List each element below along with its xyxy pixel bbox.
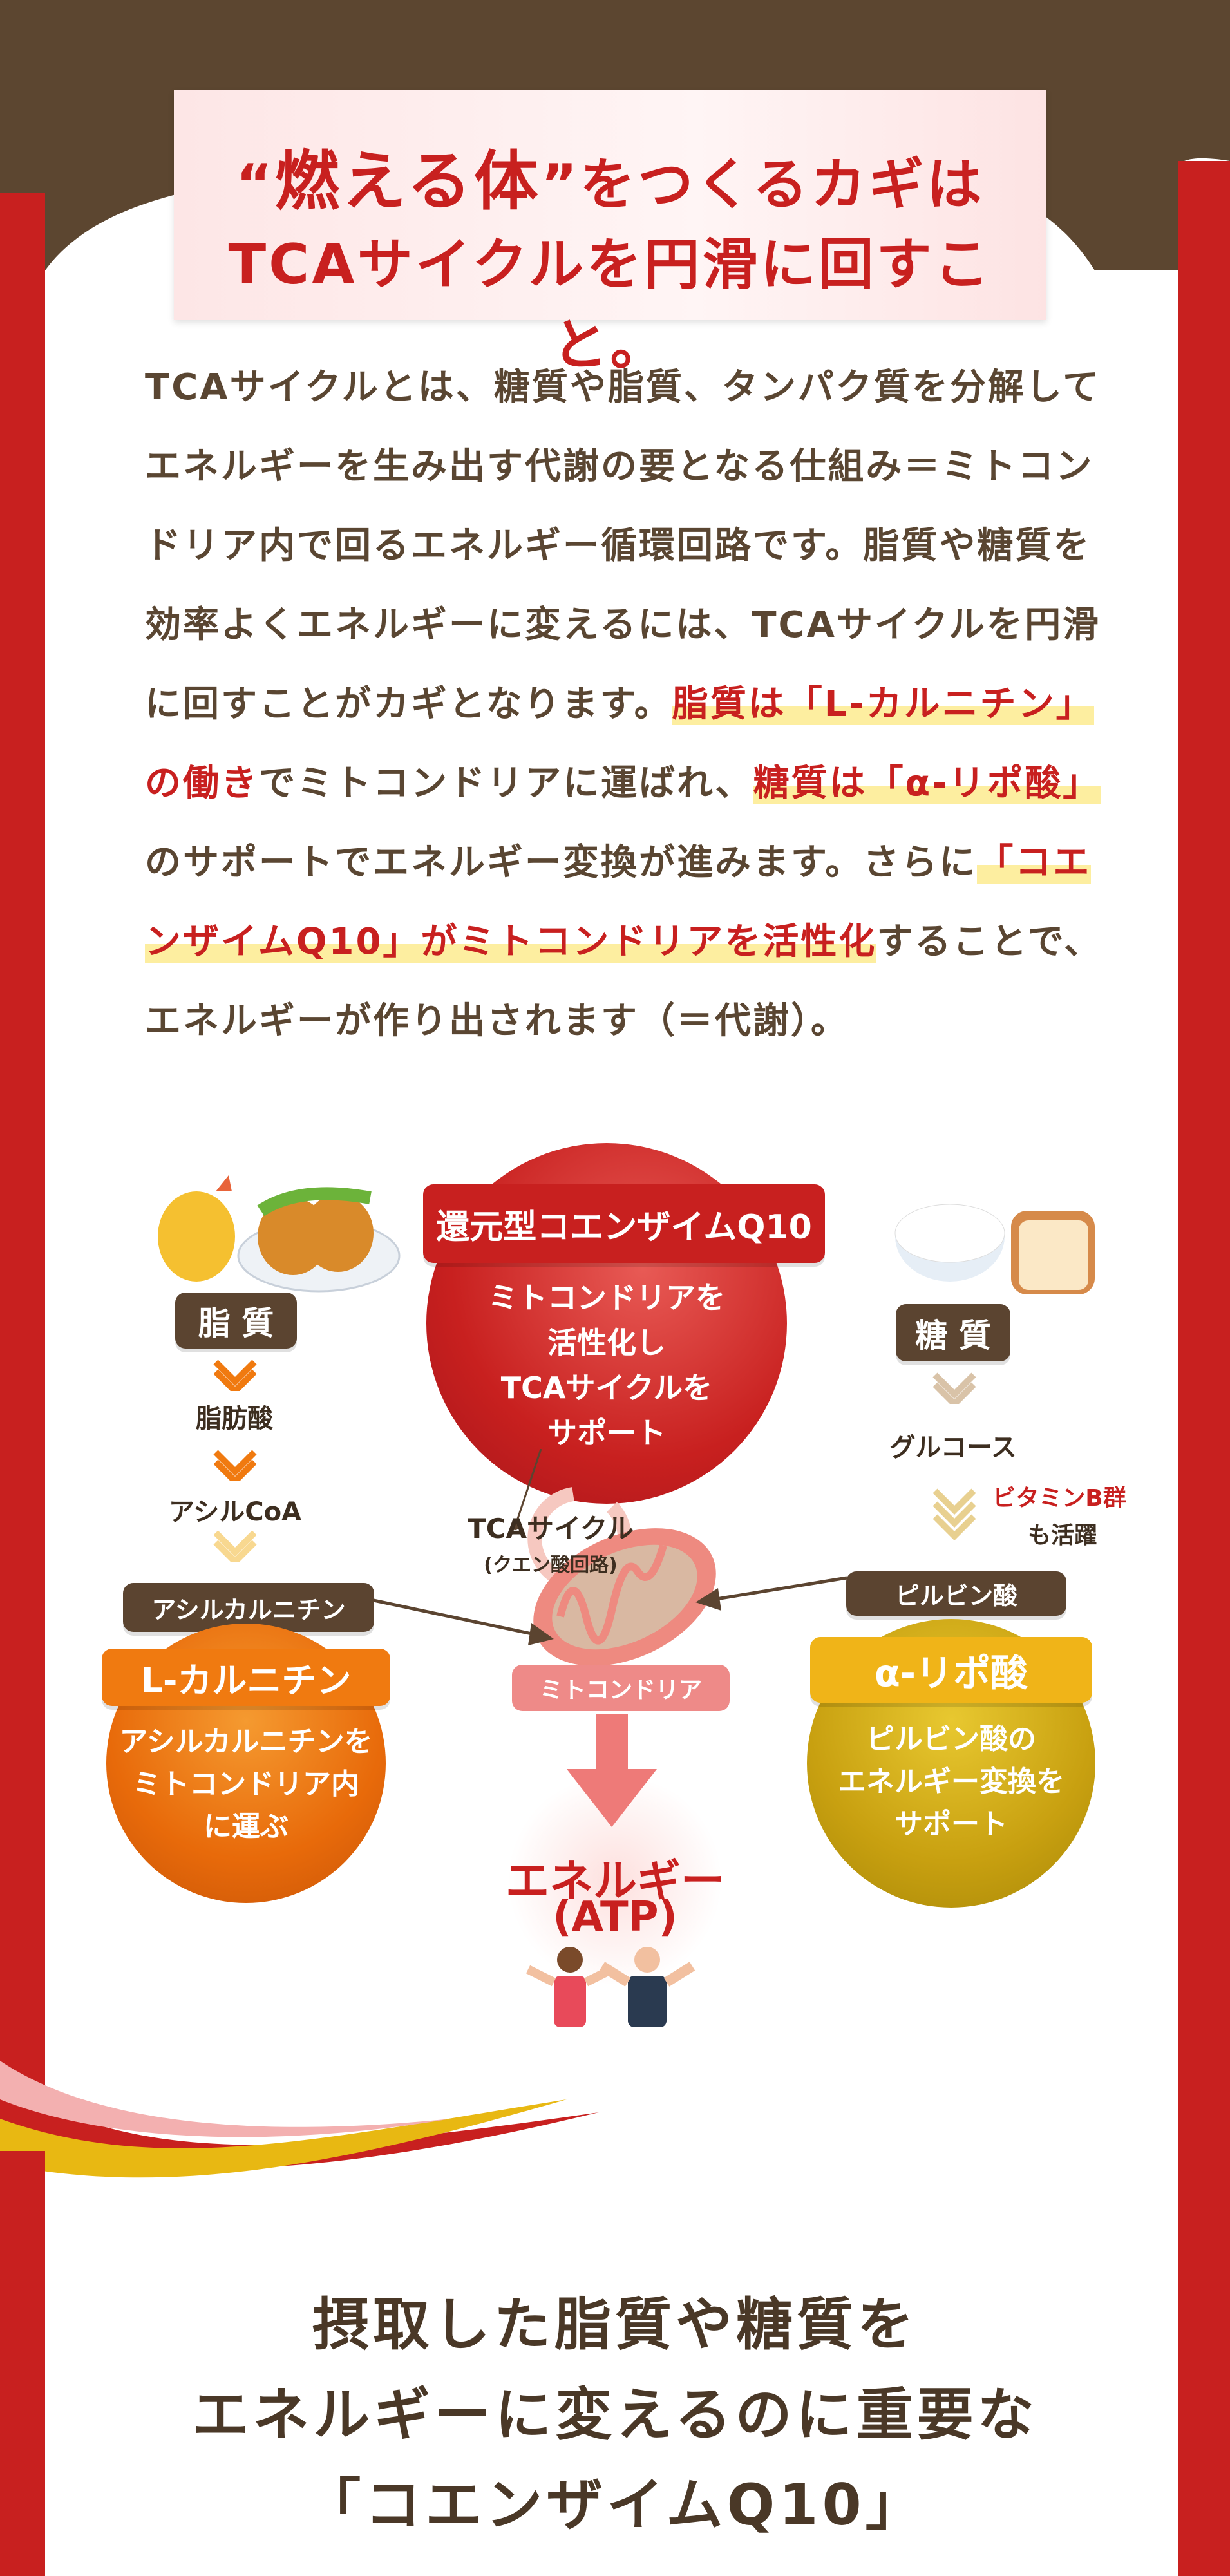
mitochondria-illustration xyxy=(527,1487,716,1666)
title-line2: TCAサイクルを円滑に回すこと。 xyxy=(228,232,992,377)
highlight-lipoic: 糖質は「α-リポ酸」 xyxy=(753,762,1101,804)
lipoic-label: α-リポ酸 xyxy=(810,1637,1092,1703)
quote: ” xyxy=(540,153,580,217)
quote: “ xyxy=(236,153,275,217)
chevron-down-icon xyxy=(932,1372,976,1404)
arrows xyxy=(373,1576,847,1645)
heading-line2: エネルギーに変えるのに重要な xyxy=(192,2382,1038,2448)
title-emphasis: 燃える体 xyxy=(274,144,541,219)
text: でミトコンドリアに運ばれ、 xyxy=(259,762,753,804)
highlight-mito: ミトコンドリアを活性化 xyxy=(459,921,877,963)
glucose: グルコース xyxy=(889,1433,1017,1463)
rice-bread-illustration xyxy=(894,1204,1095,1294)
text: エネルギー変換を xyxy=(838,1765,1064,1798)
chevron-down-icon xyxy=(213,1530,257,1562)
fat-label: 脂 質 xyxy=(175,1293,297,1349)
text: TCAサイクルとは、糖質や脂質、タンパク質を分解してエネルギーを生み出す代謝の要… xyxy=(145,366,1101,725)
text: アシルカルニチンを xyxy=(119,1725,373,1758)
heading-line1: 摂取した脂質や糖質を xyxy=(312,2291,918,2358)
text: サポート xyxy=(547,1416,666,1450)
text: ピルビン酸の xyxy=(866,1723,1036,1756)
atp: (ATP) xyxy=(553,1893,677,1941)
arrow-down-icon xyxy=(567,1714,657,1827)
title-line1: をつくるカギは xyxy=(580,153,985,217)
heading-line3: 「コエンザイムQ10」 xyxy=(304,2472,926,2538)
carnitine-description: アシルカルニチンをミトコンドリア内に運ぶ xyxy=(106,1721,386,1848)
q10-description: ミトコンドリアを活性化し TCAサイクルをサポート xyxy=(451,1275,762,1455)
q10-label: 還元型コエンザイムQ10 xyxy=(423,1184,825,1263)
acyl-carnitine-label: アシルカルニチン xyxy=(123,1583,374,1632)
text: ミトコンドリアを xyxy=(488,1280,725,1315)
chevron-down-icon xyxy=(213,1359,257,1391)
section-title: “燃える体”をつくるカギは TCAサイクルを円滑に回すこと。 xyxy=(174,90,1046,377)
text: TCAサイクルを xyxy=(500,1370,713,1405)
lipoic-description: ピルビン酸のエネルギー変換をサポート xyxy=(807,1718,1095,1846)
sugar-label: 糖 質 xyxy=(896,1304,1010,1361)
body-paragraph: TCAサイクルとは、糖質や脂質、タンパク質を分解してエネルギーを生み出す代謝の要… xyxy=(145,348,1111,1061)
fried-food-illustration xyxy=(158,1175,401,1293)
mitochondria-label: ミトコンドリア xyxy=(512,1665,730,1711)
highlight-carnitine: 脂質は「L-カルニチン」 xyxy=(672,683,1094,725)
pyruvate-label: ピルビン酸 xyxy=(846,1571,1066,1616)
vitamin-sub: も活躍 xyxy=(1027,1522,1097,1549)
tca-cycle: TCAサイクル xyxy=(468,1513,634,1544)
red-text: の働き xyxy=(145,762,259,804)
text: ミトコンドリア内 xyxy=(133,1768,359,1801)
carnitine-label: L-カルニチン xyxy=(102,1649,390,1706)
text: することで、エネルギーが作り出されます（＝代謝）。 xyxy=(145,921,1102,1042)
text: に運ぶ xyxy=(203,1810,289,1843)
people-illustration xyxy=(525,1947,695,2027)
text: 活性化し xyxy=(547,1325,666,1360)
vitamin-b: ビタミンB群 xyxy=(992,1485,1126,1511)
tca-cycle-sub: (クエン酸回路) xyxy=(484,1554,618,1577)
right-red-border xyxy=(1178,161,1230,2576)
pointer-line xyxy=(511,1449,542,1530)
fatty-acid: 脂肪酸 xyxy=(196,1404,273,1434)
text: サポート xyxy=(894,1808,1008,1841)
text: のサポートでエネルギー変換が進みます。さらに xyxy=(145,842,978,884)
energy: エネルギー xyxy=(505,1856,724,1907)
acyl-coa: アシルCoA xyxy=(168,1497,302,1527)
chevron-down-icon xyxy=(932,1488,976,1541)
decorative-wave xyxy=(0,2061,599,2228)
bottom-heading: 摂取した脂質や糖質を エネルギーに変えるのに重要な 「コエンザイムQ10」 xyxy=(0,2280,1230,2550)
chevron-down-icon xyxy=(213,1450,257,1481)
